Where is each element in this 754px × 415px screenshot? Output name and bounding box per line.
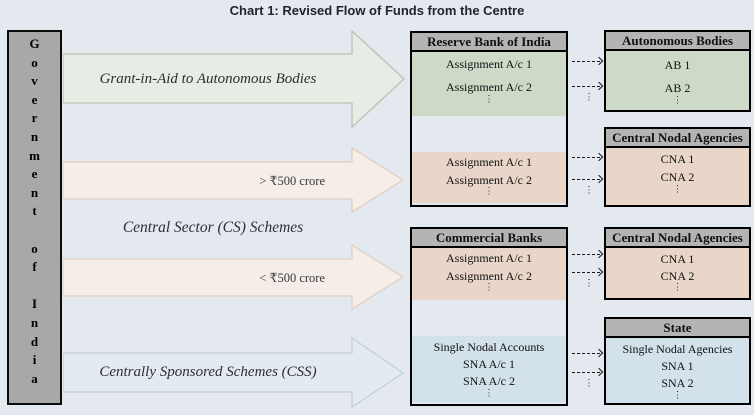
central-nodal-agencies-title: Central Nodal Agencies: [606, 129, 749, 148]
cs-above-threshold-arrow: [63, 147, 405, 213]
recipient-row: SNA 2: [661, 376, 694, 390]
dashed-arrow-icon: [572, 152, 604, 162]
ellipsis-vertical-icon: ⋮: [484, 283, 494, 293]
ellipsis-vertical-icon: ⋮: [484, 389, 494, 399]
autonomous-bodies-box: Autonomous Bodies AB 1 AB 2 ⋮: [604, 30, 751, 112]
autonomous-bodies-list: AB 1 AB 2 ⋮: [606, 51, 749, 106]
css-flow-arrow: [63, 337, 405, 409]
below-threshold-label: < ₹500 crore: [259, 271, 325, 285]
government-of-india-bar: G o v e r n m e n t o f I n d i a: [7, 30, 62, 405]
commercial-banks-box: Commercial Banks Assignment A/c 1 Assign…: [410, 227, 568, 406]
account-row: Assignment A/c 2: [446, 269, 532, 283]
recipient-row: CNA 2: [660, 170, 695, 184]
css-flow-label: Centrally Sponsored Schemes (CSS): [99, 363, 317, 380]
cs-below-threshold-arrow: [63, 244, 405, 310]
dashed-arrow-icon: [572, 348, 604, 358]
ellipsis-vertical-icon: ⋮: [484, 95, 494, 105]
recipient-row: SNA 1: [661, 359, 694, 373]
autonomous-bodies-title: Autonomous Bodies: [606, 32, 749, 51]
rbi-box: Reserve Bank of India Assignment A/c 1 A…: [410, 31, 568, 207]
ellipsis-vertical-icon: ⋮: [484, 187, 494, 197]
ellipsis-vertical-icon: ⋮: [584, 186, 594, 196]
grant-flow-label: Grant-in-Aid to Autonomous Bodies: [99, 70, 317, 87]
rbi-cs-accounts-section: Assignment A/c 1 Assignment A/c 2 ⋮: [412, 152, 566, 203]
cb-section-gap: [412, 300, 566, 336]
ellipsis-vertical-icon: ⋮: [672, 391, 683, 401]
account-row: Assignment A/c 1: [446, 251, 532, 265]
central-nodal-agencies-box-rbi: Central Nodal Agencies CNA 1 CNA 2 ⋮: [604, 127, 751, 207]
central-nodal-agencies-list: CNA 1 CNA 2 ⋮: [606, 148, 749, 195]
above-threshold-label: > ₹500 crore: [259, 174, 325, 188]
ellipsis-vertical-icon: ⋮: [672, 185, 683, 195]
rbi-section-gap: [412, 116, 566, 152]
central-nodal-agencies-title: Central Nodal Agencies: [606, 229, 749, 248]
ellipsis-vertical-icon: ⋮: [584, 93, 594, 103]
ellipsis-vertical-icon: ⋮: [672, 96, 683, 106]
rbi-grant-accounts-section: Assignment A/c 1 Assignment A/c 2 ⋮: [412, 52, 566, 116]
dashed-arrow-icon: [572, 367, 604, 377]
account-row: SNA A/c 1: [462, 357, 515, 371]
recipient-row: AB 1: [664, 58, 691, 72]
recipient-row: CNA 2: [660, 269, 695, 283]
recipient-row: AB 2: [664, 81, 691, 95]
account-row: Assignment A/c 2: [446, 80, 532, 94]
account-row: Assignment A/c 1: [446, 57, 532, 71]
dashed-arrow-icon: [572, 81, 604, 91]
account-row: Assignment A/c 2: [446, 173, 532, 187]
cs-flow-label: Central Sector (CS) Schemes: [122, 219, 304, 236]
dashed-arrow-icon: [572, 56, 604, 66]
state-box: State Single Nodal Agencies SNA 1 SNA 2 …: [604, 317, 751, 405]
ellipsis-vertical-icon: ⋮: [584, 379, 594, 389]
cb-sna-accounts-section: Single Nodal Accounts SNA A/c 1 SNA A/c …: [412, 336, 566, 402]
state-title: State: [606, 319, 749, 338]
commercial-banks-title: Commercial Banks: [412, 229, 566, 248]
ellipsis-vertical-icon: ⋮: [672, 283, 683, 293]
recipient-row: Single Nodal Agencies: [622, 342, 733, 356]
rbi-box-title: Reserve Bank of India: [412, 33, 566, 52]
dashed-arrow-icon: [572, 249, 604, 259]
recipient-row: CNA 1: [660, 252, 695, 266]
account-row: Assignment A/c 1: [446, 155, 532, 169]
account-row: Single Nodal Accounts: [433, 340, 545, 354]
state-list: Single Nodal Agencies SNA 1 SNA 2 ⋮: [606, 338, 749, 401]
cb-cs-accounts-section: Assignment A/c 1 Assignment A/c 2 ⋮: [412, 248, 566, 300]
ellipsis-vertical-icon: ⋮: [584, 279, 594, 289]
central-nodal-agencies-list: CNA 1 CNA 2 ⋮: [606, 248, 749, 293]
account-row: SNA A/c 2: [462, 374, 515, 388]
grant-flow-arrow: [63, 30, 405, 128]
chart-title: Chart 1: Revised Flow of Funds from the …: [229, 3, 525, 18]
recipient-row: CNA 1: [660, 152, 695, 166]
central-nodal-agencies-box-banks: Central Nodal Agencies CNA 1 CNA 2 ⋮: [604, 227, 751, 300]
dashed-arrow-icon: [572, 267, 604, 277]
dashed-arrow-icon: [572, 174, 604, 184]
